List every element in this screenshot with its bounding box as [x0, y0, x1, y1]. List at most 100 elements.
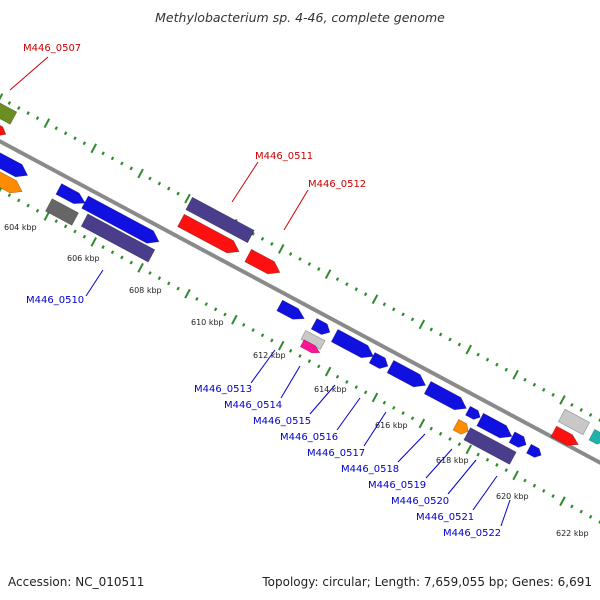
gene-feature-m446-0520[interactable] [476, 412, 513, 439]
gene-feature-blue[interactable] [0, 150, 29, 178]
gene-feature-teal[interactable] [588, 428, 600, 445]
minor-tick [298, 354, 302, 358]
gene-feature-gray[interactable] [45, 198, 79, 226]
kbp-label: 618 kbp [436, 456, 469, 465]
minor-tick [157, 181, 162, 186]
gene-feature-gray[interactable] [300, 329, 326, 351]
gene-label-m446-0510[interactable]: M446_0510 [26, 295, 84, 306]
gene-feature-m446-0521[interactable] [463, 427, 517, 465]
gene-label-m446-0519[interactable]: M446_0519 [368, 480, 426, 491]
minor-tick [288, 348, 293, 353]
minor-tick [448, 437, 452, 441]
minor-tick [288, 252, 293, 256]
minor-tick [7, 101, 12, 105]
gene-feature-m446-0518[interactable] [386, 359, 427, 388]
minor-tick [392, 307, 396, 312]
major-tick [0, 93, 4, 101]
minor-tick [588, 413, 593, 417]
minor-tick [148, 176, 152, 181]
gene-feature-m446-0517[interactable] [368, 352, 389, 369]
gene-label-m446-0522[interactable]: M446_0522 [443, 528, 501, 539]
gene-label-m446-0511[interactable]: M446_0511 [255, 151, 313, 162]
minor-tick [213, 307, 218, 312]
major-tick [465, 344, 472, 355]
callout-line [85, 269, 104, 297]
callout-line [9, 56, 49, 91]
gene-label-m446-0521[interactable]: M446_0521 [416, 512, 474, 523]
gene-label-m446-0518[interactable]: M446_0518 [341, 464, 399, 475]
minor-tick [382, 302, 387, 307]
minor-tick [120, 255, 124, 260]
major-tick [278, 244, 285, 254]
gene-label-m446-0514[interactable]: M446_0514 [224, 400, 282, 411]
gene-feature-m446-0512[interactable] [177, 213, 240, 254]
kbp-label: 620 kbp [496, 492, 529, 501]
gene-feature-m446-0516[interactable] [330, 328, 374, 359]
callout-line [363, 411, 387, 447]
minor-tick [429, 327, 433, 332]
gene-label-m446-0512[interactable]: M446_0512 [308, 179, 366, 190]
minor-tick [401, 411, 405, 415]
gene-feature-red[interactable] [0, 121, 7, 136]
minor-tick [495, 362, 499, 367]
minor-tick [242, 322, 246, 327]
minor-tick [157, 276, 162, 281]
callout-line [280, 365, 301, 399]
callout-line [309, 384, 336, 415]
gene-label-m446-0513[interactable]: M446_0513 [194, 384, 252, 395]
gene-labels: M446_0507 M446_0511 M446_0512 M446_0510 … [23, 43, 501, 539]
gene-feature-m446-0515[interactable] [299, 339, 321, 354]
gene-feature-m446-0514[interactable] [310, 318, 331, 335]
minor-tick [363, 390, 368, 395]
callout-line [500, 499, 511, 527]
minor-tick [495, 463, 499, 467]
minor-tick [110, 250, 115, 255]
minor-tick [270, 241, 274, 246]
gene-label-m446-0515[interactable]: M446_0515 [253, 416, 311, 427]
major-tick [137, 168, 144, 179]
gene-feature-red[interactable] [550, 425, 579, 446]
gene-feature-orange[interactable] [0, 170, 23, 194]
minor-tick [485, 357, 490, 362]
minor-tick [26, 203, 30, 208]
minor-tick [148, 271, 152, 275]
minor-tick [317, 267, 321, 271]
minor-tick [354, 385, 358, 390]
gene-feature-red[interactable] [244, 248, 281, 275]
gene-feature-blue[interactable] [55, 183, 86, 204]
minor-tick [382, 400, 387, 405]
gene-label-m446-0517[interactable]: M446_0517 [307, 448, 365, 459]
gene-feature-blue[interactable] [465, 405, 481, 420]
gene-feature-m446-0522[interactable] [526, 443, 542, 458]
gene-feature-blue[interactable] [508, 431, 527, 448]
minor-tick [457, 442, 462, 447]
minor-tick [167, 281, 171, 286]
minor-tick [251, 231, 255, 236]
gene-label-m446-0516[interactable]: M446_0516 [280, 432, 338, 443]
minor-tick [410, 416, 415, 421]
minor-tick [73, 229, 77, 234]
inner-tick-ring [0, 185, 600, 524]
gene-feature-orange[interactable] [452, 418, 469, 435]
gene-feature-m446-0510[interactable] [80, 213, 156, 263]
minor-tick [570, 504, 574, 509]
minor-tick [101, 245, 105, 249]
minor-tick [401, 312, 405, 317]
gene-feature-m446-0519[interactable] [423, 380, 467, 411]
callout-line [250, 349, 276, 384]
minor-tick [335, 374, 340, 379]
kbp-label: 612 kbp [253, 351, 286, 360]
gene-label-m446-0507[interactable]: M446_0507 [23, 43, 81, 54]
minor-tick [354, 287, 358, 292]
gene-feature-m446-0511[interactable] [185, 196, 255, 244]
gene-feature-olive[interactable] [0, 100, 18, 125]
gene-label-m446-0520[interactable]: M446_0520 [391, 496, 449, 507]
callout-line [397, 433, 426, 463]
minor-tick [457, 342, 462, 347]
gene-feature-gray[interactable] [557, 408, 591, 436]
major-tick [418, 418, 426, 429]
gene-feature-blue[interactable] [81, 195, 160, 244]
gene-feature-m446-0513[interactable] [276, 299, 305, 320]
callout-line [472, 475, 498, 511]
major-tick [559, 496, 566, 507]
